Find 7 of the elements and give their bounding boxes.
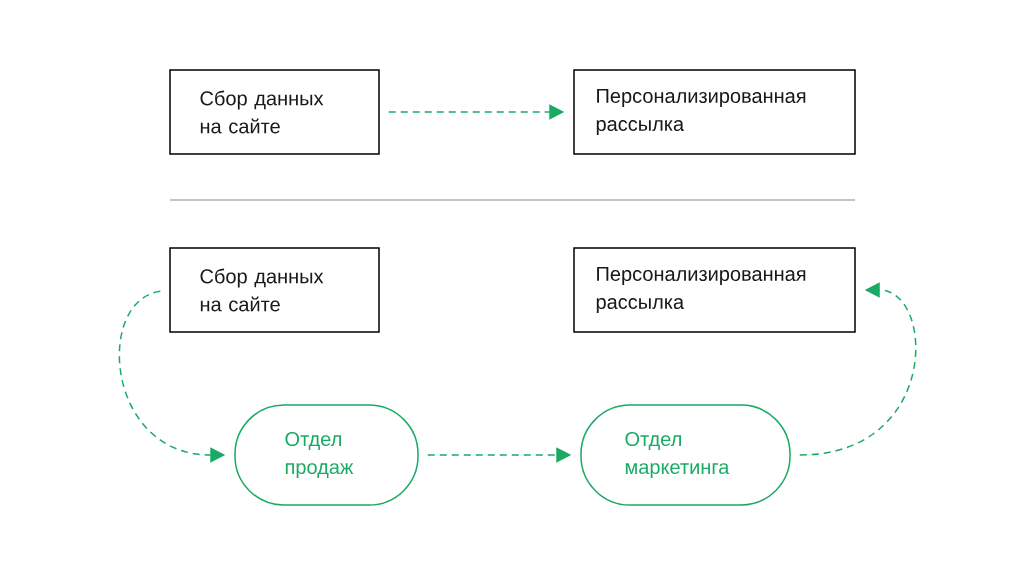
- arrow: [799, 282, 917, 456]
- rounded-box: Отдел маркетинга: [580, 404, 791, 506]
- process-box: Персонализированная рассылка: [573, 69, 856, 155]
- process-box: Сбор данных на сайте: [169, 247, 380, 333]
- process-box: Персонализированная рассылка: [573, 247, 856, 333]
- rounded-box: Отдел продаж: [234, 404, 419, 506]
- process-box: Сбор данных на сайте: [169, 69, 380, 155]
